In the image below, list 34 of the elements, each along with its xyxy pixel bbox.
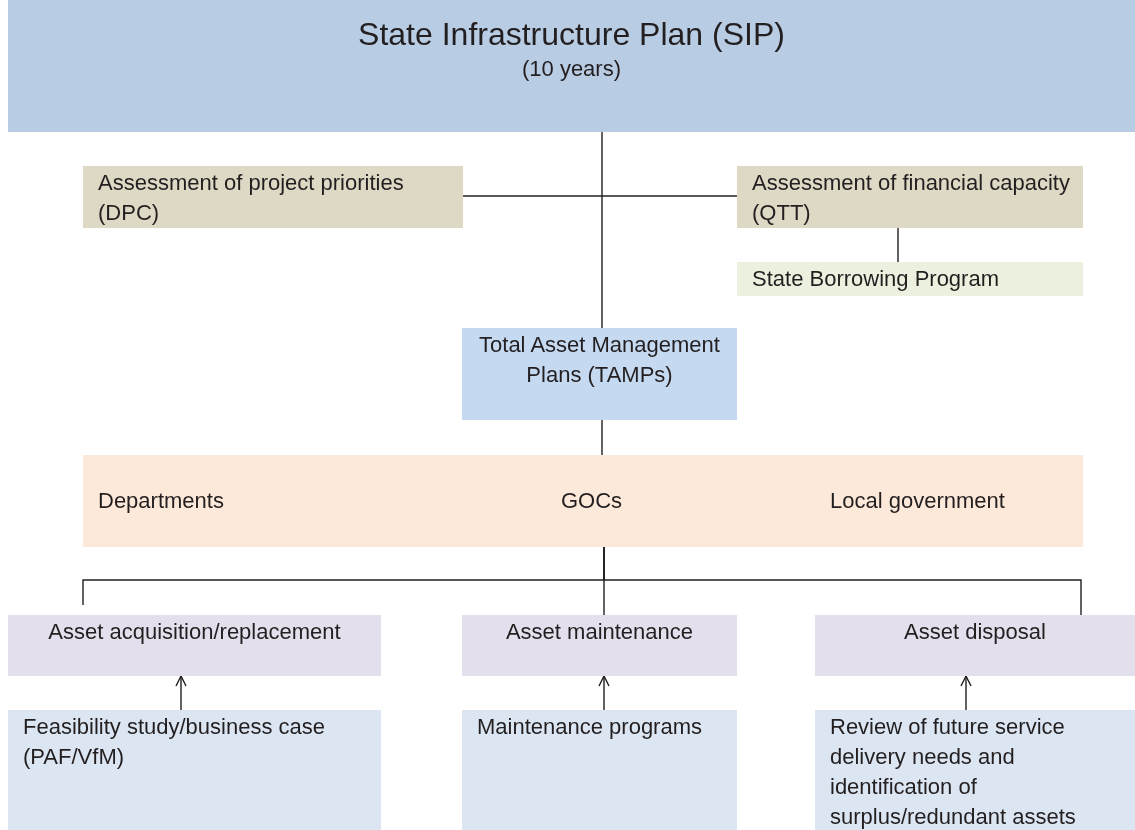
process-box bbox=[462, 615, 737, 676]
box-label: Feasibility study/business case (PAF/VfM) bbox=[23, 713, 327, 771]
process-box bbox=[815, 615, 1135, 676]
process-box bbox=[815, 710, 1135, 830]
box-label: Maintenance programs bbox=[477, 713, 703, 741]
box-label: State Borrowing Program bbox=[752, 265, 1000, 293]
connector-line bbox=[897, 227, 899, 263]
process-box bbox=[737, 262, 1083, 296]
process-box bbox=[462, 328, 737, 420]
connector-line bbox=[601, 419, 603, 456]
box-label: Asset disposal bbox=[903, 618, 1047, 646]
arrow bbox=[960, 675, 972, 711]
connector-line bbox=[603, 546, 1082, 616]
connector-line bbox=[601, 131, 603, 329]
process-box bbox=[8, 615, 381, 676]
process-box bbox=[8, 710, 381, 830]
organisation-band bbox=[83, 455, 1083, 547]
process-box bbox=[462, 710, 737, 830]
arrow bbox=[175, 675, 187, 711]
box-label: Assessment of project priorities (DPC) bbox=[98, 169, 405, 227]
box-label: Assessment of financial capacity (QTT) bbox=[752, 169, 1071, 227]
box-label: Total Asset Management Plans (TAMPs) bbox=[478, 331, 721, 389]
organisation-label: Departments bbox=[98, 487, 224, 515]
connector-line bbox=[462, 195, 738, 197]
box-label: Review of future service delivery needs and identification of surplus/redundant assets bbox=[830, 713, 1077, 830]
organisation-label: Local government bbox=[830, 487, 1005, 515]
organisation-label: GOCs bbox=[561, 487, 623, 515]
process-box bbox=[83, 166, 463, 228]
title-text: State Infrastructure Plan (SIP) bbox=[357, 15, 786, 54]
subtitle-text: (10 years) bbox=[520, 55, 622, 83]
box-label: Asset acquisition/replacement bbox=[47, 618, 342, 646]
box-label: Asset maintenance bbox=[504, 618, 695, 646]
plan-banner bbox=[8, 0, 1135, 132]
arrow bbox=[598, 675, 610, 711]
